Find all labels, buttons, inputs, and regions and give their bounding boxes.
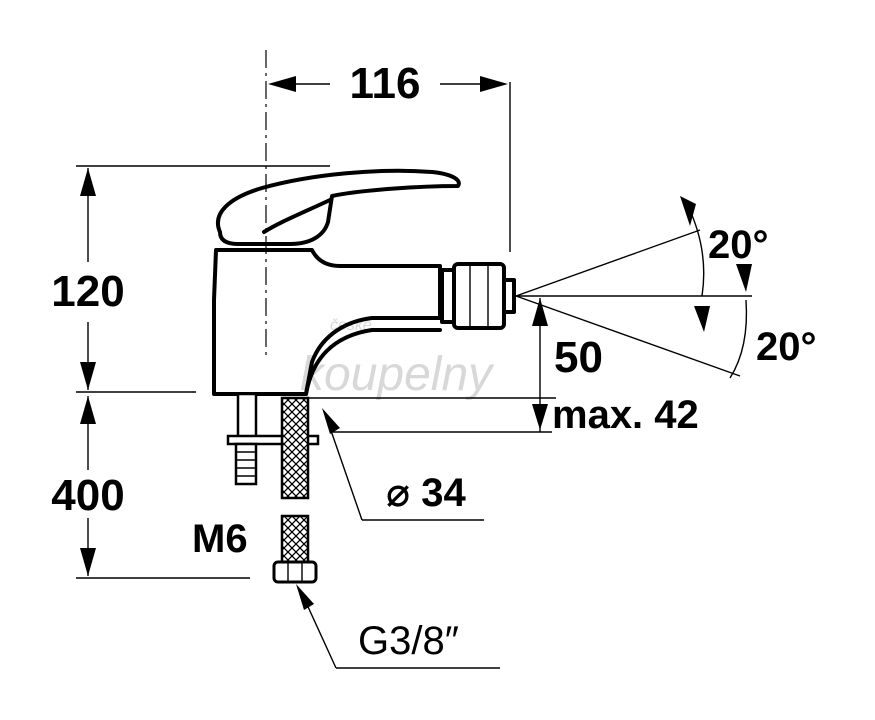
thread-label: M6 xyxy=(192,517,248,561)
angle-up-label: 20° xyxy=(708,223,769,267)
dimension-spout-label: 50 xyxy=(554,333,603,382)
mounting-rod xyxy=(226,392,320,486)
braided-hose xyxy=(272,396,318,584)
dimension-height: 120 xyxy=(51,165,330,393)
dimension-spout-max-label: max. 42 xyxy=(552,393,699,437)
connector-callout: G3/8″ xyxy=(296,584,500,669)
dimension-spout: 50 max. 42 xyxy=(304,295,752,437)
dimension-diameter: ⌀ 34 xyxy=(322,408,484,521)
diameter-label: ⌀ 34 xyxy=(386,471,466,515)
dimension-hose: 400 xyxy=(51,396,250,579)
angle-down-label: 20° xyxy=(756,325,817,369)
dimension-width-label: 116 xyxy=(350,59,421,108)
dimension-angles: 20° 20° xyxy=(515,196,817,379)
dimension-height-label: 120 xyxy=(51,267,124,316)
faucet-body xyxy=(212,168,516,396)
dimension-hose-label: 400 xyxy=(51,471,124,520)
connector-label: G3/8″ xyxy=(358,619,459,663)
watermark-line2: koupelny xyxy=(300,348,495,401)
dimension-width: 116 xyxy=(268,59,511,252)
